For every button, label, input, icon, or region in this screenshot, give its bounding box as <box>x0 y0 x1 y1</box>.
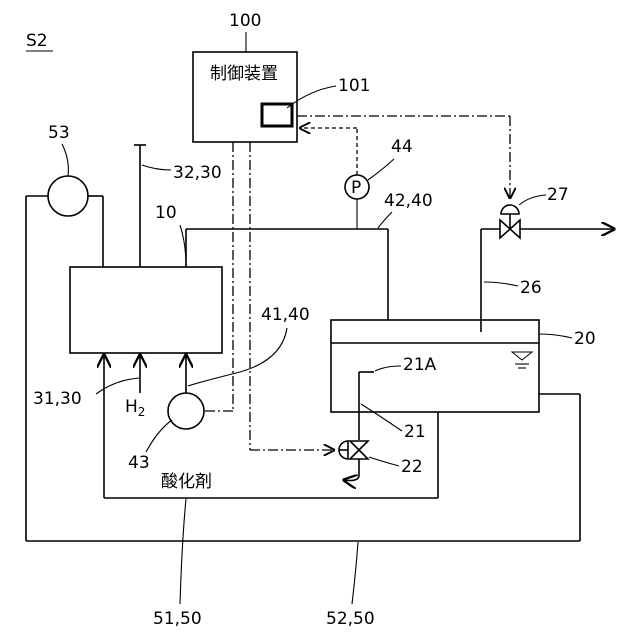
reactor-ref-label: 10 <box>155 203 177 223</box>
line-42-ref-label: 42,40 <box>384 191 433 211</box>
line-31-ref-label: 31,30 <box>33 389 82 409</box>
h2-subscript: 2 <box>138 405 146 419</box>
valve-27 <box>500 205 520 238</box>
line-41-ref-label: 41,40 <box>261 305 310 325</box>
line-52-ref-leader <box>352 542 358 604</box>
figure-label: S2 <box>26 31 48 51</box>
valve-22 <box>339 441 368 459</box>
tank-inner-ref-label: 21A <box>403 355 437 375</box>
oxidizer-label: 酸化剤 <box>161 472 212 492</box>
exhaust-ref-leader <box>142 165 171 170</box>
controller: 制御装置 <box>193 52 297 142</box>
controller-name: 制御装置 <box>210 64 278 84</box>
valve-22-ref-leader <box>369 457 399 466</box>
line-21-ref-label: 21 <box>404 422 426 442</box>
line-42-ref-leader <box>378 212 392 228</box>
tank-ref-label: 20 <box>574 329 596 349</box>
line-52-ref-label: 52,50 <box>326 609 375 629</box>
line-31-ref-leader <box>96 378 139 394</box>
tank-ref-leader <box>539 334 572 338</box>
exhaust-ref-label: 32,30 <box>173 163 222 183</box>
pump-53 <box>48 176 88 216</box>
pressure-gauge-ref-label: 44 <box>391 137 413 157</box>
pressure-gauge-ref-leader <box>368 159 394 180</box>
line-51-ref-label: 51,50 <box>153 609 202 629</box>
pump-43-ref-leader <box>146 420 172 452</box>
pump-53-ref-leader <box>62 144 68 176</box>
controller-unit-ref-label: 101 <box>338 76 370 96</box>
pump-43-ref-label: 43 <box>128 453 150 473</box>
reactor-box <box>70 267 222 353</box>
line-21-outlet <box>344 476 359 481</box>
valve-22-ref-label: 22 <box>401 457 423 477</box>
pump-53-ref-label: 53 <box>48 123 70 143</box>
h2-label: H2 <box>125 397 145 419</box>
pressure-gauge-symbol: P <box>351 178 361 198</box>
line-26-ref-leader <box>484 282 518 286</box>
valve-27-ref-leader <box>519 195 546 205</box>
oxidizer-pump-43 <box>168 393 204 429</box>
line-26-ref-label: 26 <box>520 278 542 298</box>
h2-main: H <box>125 397 138 417</box>
valve-27-ref-label: 27 <box>547 185 569 205</box>
controller-ref-label: 100 <box>229 11 261 31</box>
line-51-ref-leader <box>180 499 186 604</box>
reactor-ref-leader <box>180 225 186 265</box>
